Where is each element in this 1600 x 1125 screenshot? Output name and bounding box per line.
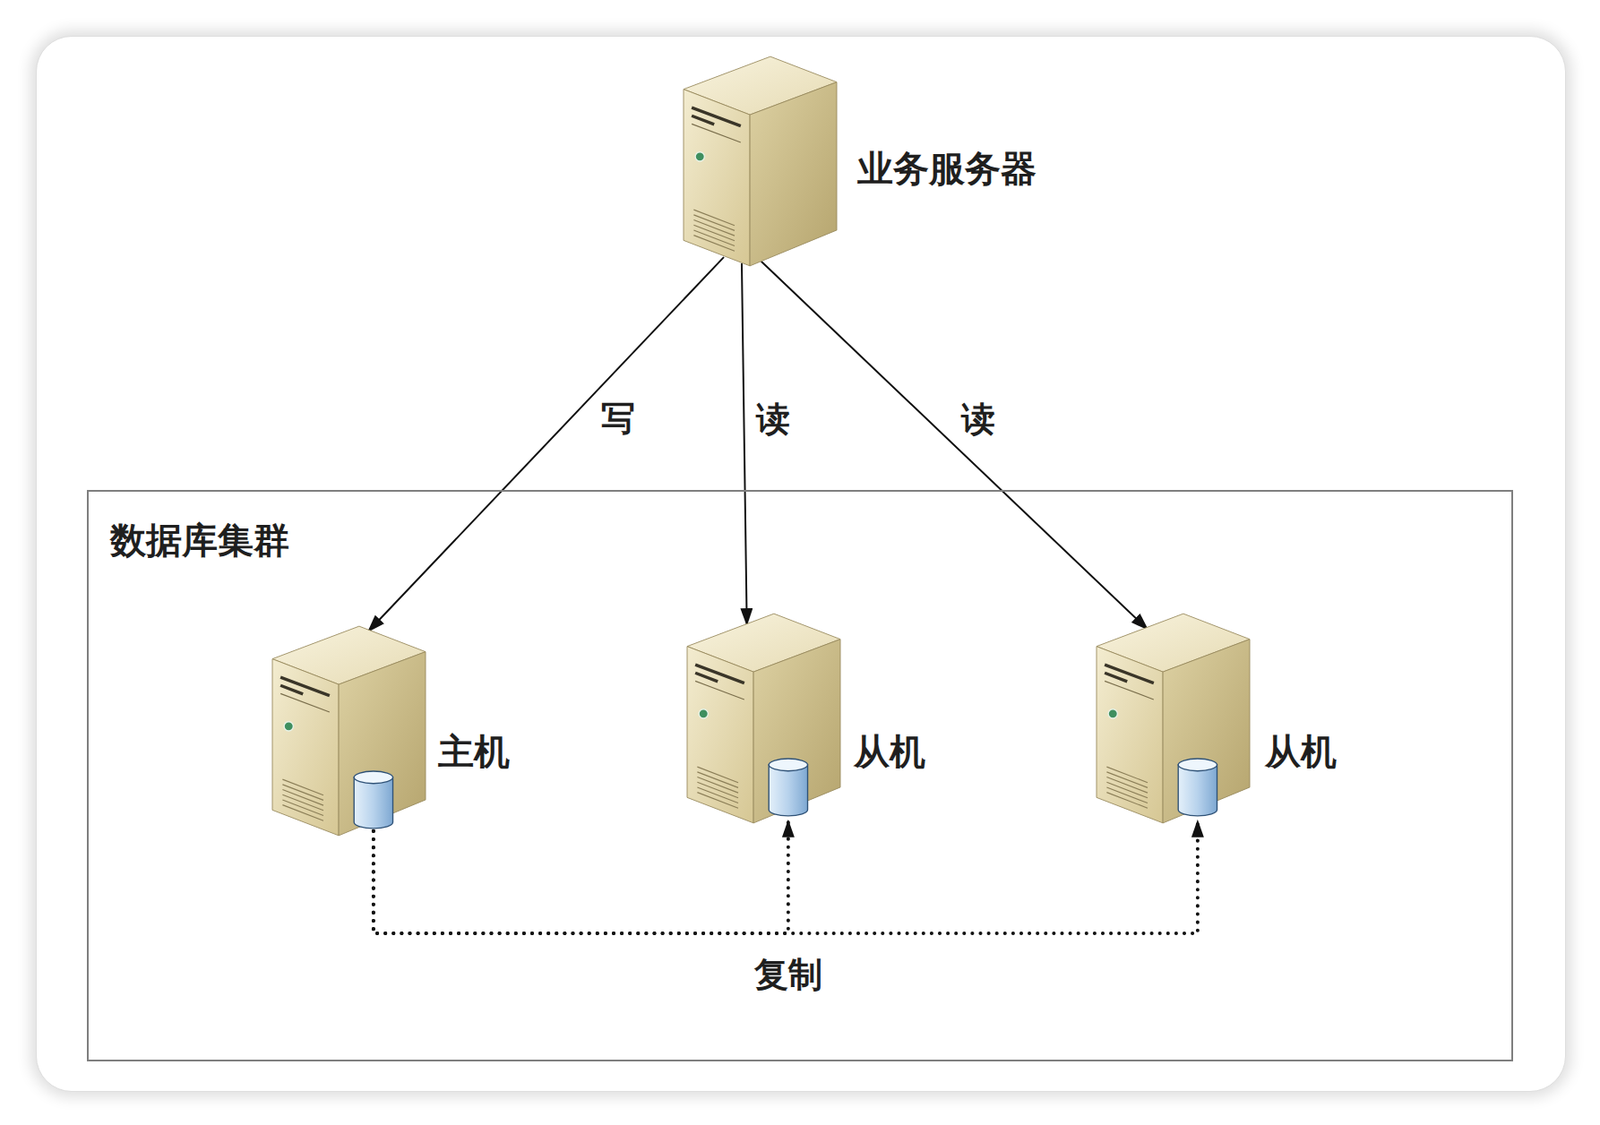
connector [761,261,1149,630]
node-label: 从机 [1264,730,1337,774]
cluster-heading: 数据库集群 [110,518,290,562]
server-icon [683,56,837,267]
connector [741,264,748,627]
database-cylinder [353,771,393,829]
server-body [272,626,426,836]
server-icon [687,613,841,824]
edge-label: 读 [753,399,793,441]
node-label: 业务服务器 [857,146,1037,190]
replication-line [373,819,789,934]
connector [367,258,723,633]
node-label: 主机 [438,730,510,774]
edge-label: 读 [958,399,998,441]
server-node: 从机 [687,613,931,824]
server-icon [272,626,426,836]
server-node: 主机 [272,626,516,836]
server-icon [1096,613,1250,824]
database-cylinder [1178,758,1217,817]
server-body [687,613,841,824]
database-cylinder [768,758,808,817]
edge-label: 写 [598,398,638,440]
replication-line [373,819,1198,934]
server-node: 业务服务器 [683,56,1042,267]
server-body [1096,613,1250,824]
server-node: 从机 [1096,613,1342,824]
edge-label: 复制 [751,954,826,997]
node-label: 从机 [853,730,926,774]
server-body [683,56,837,267]
